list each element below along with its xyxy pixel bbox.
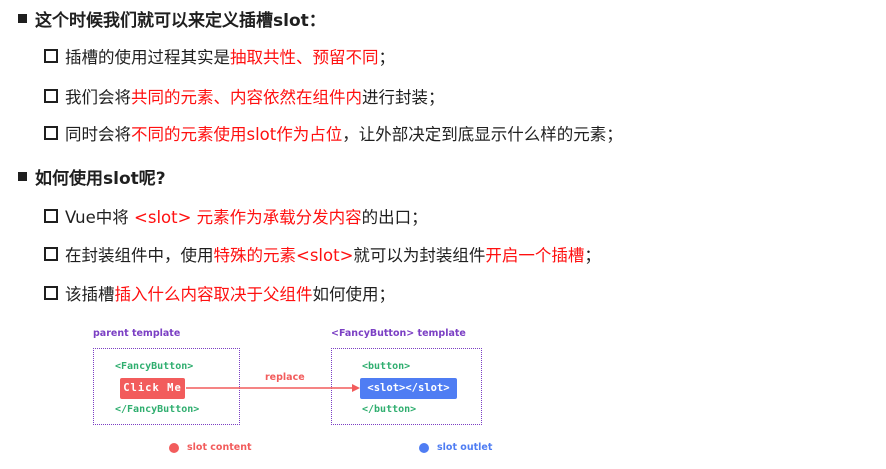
checkbox-bullet-icon	[44, 49, 58, 63]
list-item-text: 我们会将共同的元素、内容依然在组件内进行封装；	[65, 84, 445, 108]
blue-dot-icon	[419, 442, 429, 453]
parent-close-tag: </FancyButton>	[115, 404, 200, 415]
square-bullet-icon	[18, 172, 27, 181]
child-template-label: <FancyButton> template	[331, 328, 466, 339]
plain-text: 同时会将	[65, 125, 131, 144]
plain-text: ；	[378, 48, 396, 67]
plain-text: 在封装组件中，使用	[65, 246, 214, 265]
checkbox-bullet-icon	[44, 126, 58, 140]
plain-text: 该插槽	[65, 285, 115, 304]
list-item: 同时会将不同的元素使用slot作为占位，让外部决定到底显示什么样的元素；	[44, 121, 623, 145]
checkbox-bullet-icon	[44, 89, 58, 103]
legend-slot-outlet: slot outlet	[419, 442, 492, 453]
highlight-text: 插入什么内容取决于父组件	[114, 285, 313, 304]
list-item: 我们会将共同的元素、内容依然在组件内进行封装；	[44, 84, 445, 108]
plain-text: 如何使用；	[312, 285, 396, 304]
plain-text: 的出口；	[361, 208, 428, 227]
checkbox-bullet-icon	[44, 286, 58, 300]
plain-text: Vue中将	[65, 208, 135, 227]
section-title: 这个时候我们就可以来定义插槽slot：	[35, 11, 326, 31]
plain-text: 进行封装；	[362, 88, 445, 107]
parent-template-label: parent template	[93, 328, 181, 339]
list-item-text: Vue中将 <slot> 元素作为承载分发内容的出口；	[65, 204, 428, 228]
plain-text: 就可以为封装组件	[353, 246, 486, 265]
list-item: 插槽的使用过程其实是抽取共性、预留不同；	[44, 44, 395, 68]
plain-text: 我们会将	[65, 88, 131, 107]
legend-label: slot outlet	[437, 442, 493, 453]
list-item-text: 在封装组件中，使用特殊的元素<slot>就可以为封装组件开启一个插槽；	[65, 242, 601, 266]
highlight-text: 抽取共性、预留不同	[230, 48, 379, 67]
highlight-text: 共同的元素、内容依然在组件内	[131, 88, 362, 107]
red-dot-icon	[169, 442, 179, 453]
plain-text: 插槽的使用过程其实是	[65, 48, 230, 67]
parent-open-tag: <FancyButton>	[115, 361, 194, 372]
plain-text: ，让外部决定到底显示什么样的元素；	[342, 125, 623, 144]
legend-label: slot content	[187, 442, 252, 453]
highlight-text: 特殊的元素<slot>	[213, 246, 354, 265]
highlight-text: 不同的元素使用slot作为占位	[131, 125, 343, 144]
list-item: 该插槽插入什么内容取决于父组件如何使用；	[44, 281, 395, 305]
legend-slot-content: slot content	[169, 442, 252, 453]
section-title: 如何使用slot呢?	[35, 169, 166, 189]
list-item: Vue中将 <slot> 元素作为承载分发内容的出口；	[44, 204, 428, 228]
list-item: 在封装组件中，使用特殊的元素<slot>就可以为封装组件开启一个插槽；	[44, 242, 601, 266]
parent-template-frame	[93, 348, 240, 425]
list-item-text: 插槽的使用过程其实是抽取共性、预留不同；	[65, 44, 395, 68]
checkbox-bullet-icon	[44, 247, 58, 261]
section-heading-define-slot: 这个时候我们就可以来定义插槽slot：	[18, 6, 326, 31]
child-close-tag: </button>	[362, 404, 417, 415]
child-template-frame	[331, 348, 482, 425]
child-open-tag: <button>	[362, 361, 411, 372]
slot-content-button: Click Me	[120, 378, 185, 399]
replace-label: replace	[265, 372, 305, 383]
list-item-text: 该插槽插入什么内容取决于父组件如何使用；	[65, 281, 395, 305]
highlight-text: <slot> 元素作为承载分发内容	[134, 208, 362, 227]
checkbox-bullet-icon	[44, 209, 58, 223]
slot-outlet-box: <slot></slot>	[360, 378, 457, 399]
list-item-text: 同时会将不同的元素使用slot作为占位，让外部决定到底显示什么样的元素；	[65, 121, 623, 145]
square-bullet-icon	[18, 14, 27, 23]
plain-text: ；	[584, 246, 601, 265]
highlight-text: 开启一个插槽	[485, 246, 585, 265]
section-heading-how-to-use-slot: 如何使用slot呢?	[18, 164, 166, 189]
